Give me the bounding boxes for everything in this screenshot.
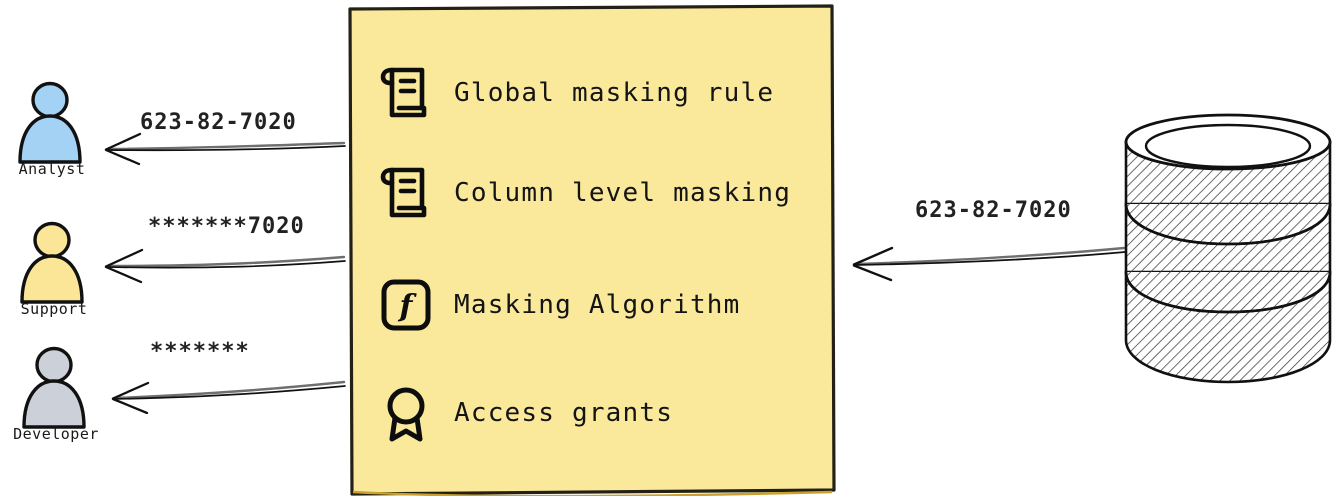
arrow-left-icon — [104, 132, 346, 166]
arrow-left-icon — [111, 380, 346, 414]
scroll-icon — [378, 64, 434, 122]
policy-item-list: Global masking rule Column le — [345, 3, 837, 496]
database-cylinder-icon[interactable] — [1112, 112, 1340, 404]
policy-item-access-grants[interactable]: Access grants — [378, 381, 673, 445]
arrow-left-icon — [852, 246, 1126, 282]
actor-developer[interactable]: Developer — [6, 343, 106, 442]
actor-label: Analyst — [18, 160, 86, 178]
policy-item-label: Global masking rule — [454, 78, 775, 108]
function-box-icon: f — [378, 276, 434, 334]
flow-label-support: *******7020 — [148, 214, 305, 239]
policy-card[interactable]: Global masking rule Column le — [345, 3, 837, 496]
actor-label: Support — [20, 300, 88, 318]
flow-label-source: 623-82-7020 — [915, 198, 1072, 223]
actor-label: Developer — [13, 425, 99, 443]
person-icon — [2, 78, 102, 164]
policy-item-label: Column level masking — [454, 178, 792, 208]
policy-item-label: Masking Algorithm — [454, 290, 741, 320]
policy-item-global-masking-rule[interactable]: Global masking rule — [378, 61, 774, 125]
svg-text:f: f — [398, 289, 418, 324]
actor-support[interactable]: Support — [4, 218, 104, 317]
policy-item-column-level-masking[interactable]: Column level masking — [378, 161, 791, 225]
policy-item-masking-algorithm[interactable]: f Masking Algorithm — [378, 273, 741, 337]
flow-label-analyst: 623-82-7020 — [140, 110, 297, 135]
person-icon — [4, 218, 104, 304]
policy-card-background — [348, 4, 836, 496]
arrow-left-icon — [104, 248, 346, 284]
person-icon — [6, 343, 106, 429]
scroll-icon — [378, 164, 434, 222]
actor-analyst[interactable]: Analyst — [2, 78, 102, 177]
award-ribbon-icon — [378, 384, 434, 442]
policy-item-label: Access grants — [454, 398, 674, 428]
flow-label-developer: ******* — [150, 339, 250, 364]
